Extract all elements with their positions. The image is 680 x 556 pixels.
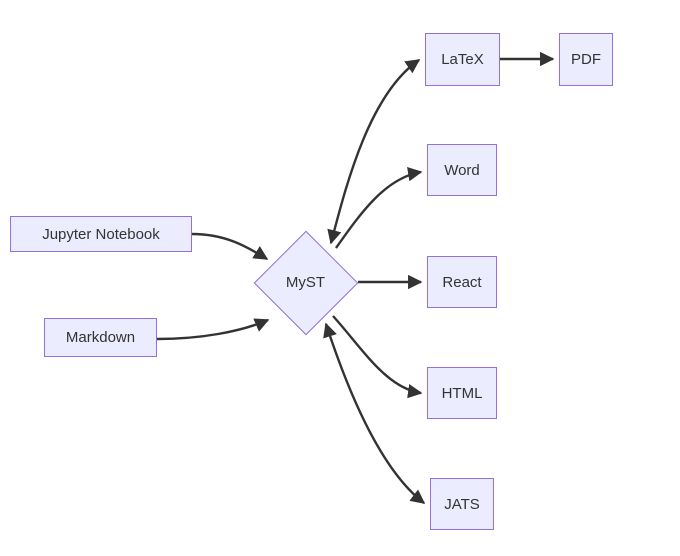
node-word-label: Word bbox=[444, 161, 480, 179]
edge-jupyter-to-myst bbox=[191, 232, 269, 261]
node-markdown-label: Markdown bbox=[65, 329, 136, 346]
node-jats[interactable]: JATS bbox=[430, 478, 494, 530]
node-jupyter-notebook-label: Jupyter Notebook bbox=[42, 225, 160, 243]
node-pdf[interactable]: PDF bbox=[559, 33, 613, 86]
node-html-label: HTML bbox=[441, 384, 483, 402]
edge-myst-to-jats bbox=[323, 322, 426, 504]
node-myst-label: MyST bbox=[285, 274, 326, 291]
node-myst[interactable]: MyST bbox=[253, 230, 358, 335]
node-latex-label: LaTeX bbox=[441, 51, 484, 68]
node-word[interactable]: Word bbox=[427, 144, 497, 196]
node-react[interactable]: React bbox=[427, 256, 497, 308]
node-jats-label: JATS bbox=[444, 495, 480, 513]
node-html[interactable]: HTML bbox=[427, 367, 497, 419]
node-react-label: React bbox=[442, 273, 482, 291]
edge-myst-to-latex bbox=[327, 59, 421, 245]
edge-markdown-to-myst bbox=[156, 318, 270, 341]
edge-myst-to-word bbox=[335, 167, 423, 249]
node-jupyter-notebook[interactable]: Jupyter Notebook bbox=[10, 216, 192, 252]
node-markdown[interactable]: Markdown bbox=[44, 318, 157, 357]
node-latex[interactable]: LaTeX bbox=[425, 33, 500, 86]
node-pdf-label: PDF bbox=[571, 51, 601, 68]
